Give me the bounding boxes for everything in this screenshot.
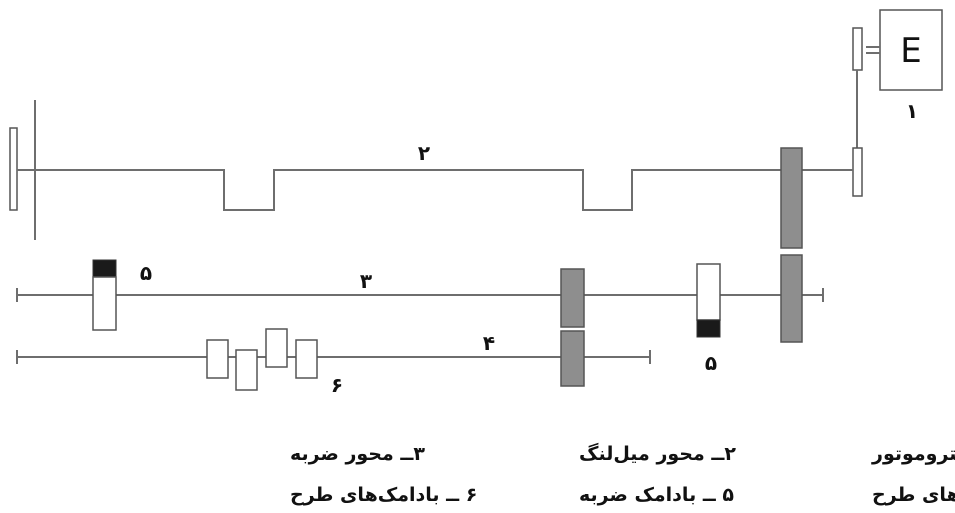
crankshaft: ۲ xyxy=(9,100,853,249)
legend-item-5: ۵ ــ بادامک ضربه xyxy=(579,484,734,506)
electric-motor: E ۱ xyxy=(852,9,943,197)
impact-cam-bottom-dark xyxy=(696,319,721,338)
pattern-cam-4 xyxy=(295,339,318,379)
legend-item-6: ۶ ــ بادامک‌های طرح xyxy=(290,484,477,506)
legend-item-1: ۱ــ الکتروموتور xyxy=(871,443,955,465)
crankshaft-line xyxy=(17,169,853,211)
cam-shaft-label: ۴ xyxy=(483,331,495,355)
legend-item-3: ۳ــ محور ضربه xyxy=(290,443,425,465)
crankshaft-end-flange xyxy=(9,127,18,211)
motor-pulley xyxy=(852,27,863,71)
impact-cam-top-dark xyxy=(92,259,117,278)
legend: ۱ــ الکتروموتور ۲ــ محور میل‌لنگ ۳ــ محو… xyxy=(290,442,955,506)
impact-cam-top xyxy=(92,276,117,331)
pattern-cam-2 xyxy=(235,349,258,391)
cam-shaft: ۴ ۶ xyxy=(16,328,651,397)
pattern-cams-label: ۶ xyxy=(331,373,343,397)
crankshaft-label: ۲ xyxy=(418,141,430,165)
legend-item-4: ۴ــ محور بادامک‌های طرح xyxy=(872,484,955,506)
pattern-cam-1 xyxy=(206,339,229,379)
crankshaft-gear xyxy=(780,147,803,249)
impact-shaft: ۳ ۵ ۵ xyxy=(16,254,824,375)
impact-shaft-big-gear xyxy=(780,254,803,343)
impact-cam-bottom-label: ۵ xyxy=(705,351,717,375)
legend-item-2: ۲ــ محور میل‌لنگ xyxy=(579,442,736,465)
cam-shaft-gear xyxy=(560,330,585,387)
crank-pulley xyxy=(852,147,863,197)
impact-cam-top-label: ۵ xyxy=(140,261,152,285)
motor-number-label: ۱ xyxy=(906,99,918,123)
impact-cam-bottom xyxy=(696,263,721,321)
impact-shaft-label: ۳ xyxy=(360,269,372,293)
pattern-cam-3 xyxy=(265,328,288,368)
impact-shaft-gear xyxy=(560,268,585,328)
motor-letter: E xyxy=(900,31,921,71)
